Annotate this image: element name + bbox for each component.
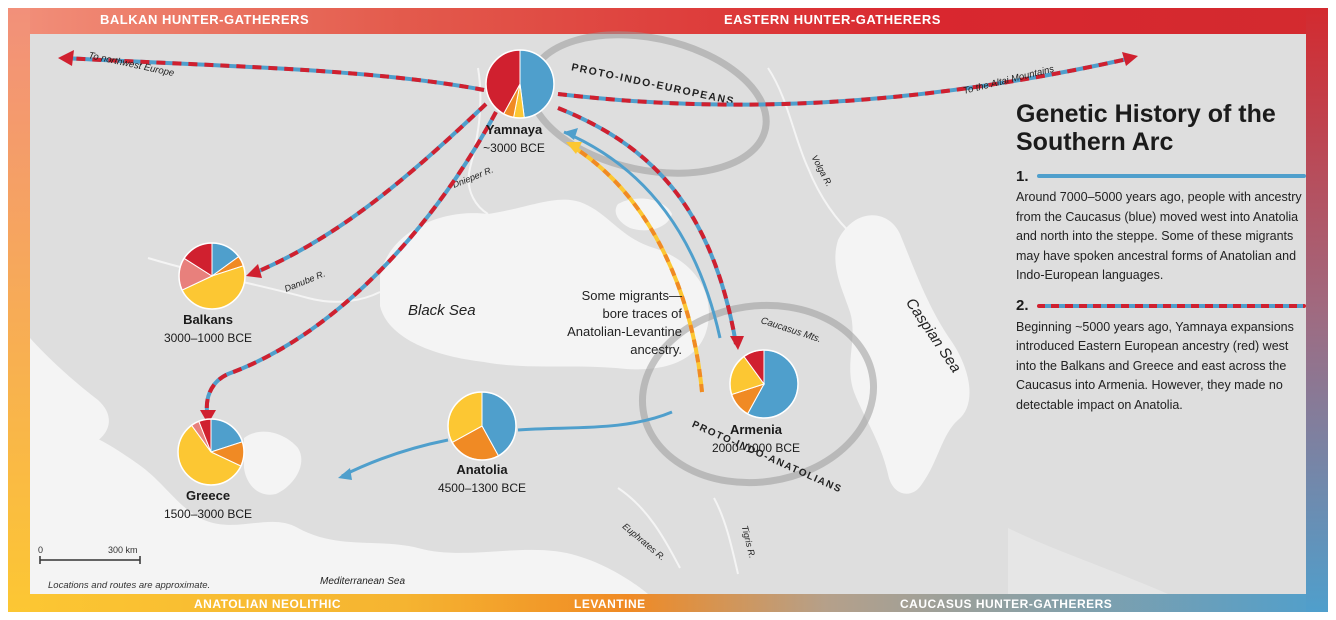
route-to-greece-dash [204, 111, 498, 419]
route-to-balkans-arrowhead [246, 264, 262, 278]
infographic-title: Genetic History of the Southern Arc [1016, 100, 1276, 156]
infographic-frame: PROTO-INDO-EUROPEANS PROTO-INDO-ANATOLIA… [8, 8, 1328, 612]
step-2: 2. Beginning ~5000 years ago, Yamnaya ex… [1016, 296, 1306, 416]
dnieper-river [467, 67, 489, 215]
route-anatolia-west-arrowhead [338, 468, 352, 480]
route-to-nw-europe-dash [63, 56, 485, 92]
greece-date: 1500–3000 BCE [164, 507, 252, 521]
route-levantine-traces-dash [570, 144, 704, 393]
greece-name: Greece [186, 488, 230, 503]
route-levantine-traces-arrowhead [566, 142, 582, 154]
step-2-head: 2. [1016, 296, 1306, 316]
border-top [8, 8, 1328, 34]
band-eastern-hunter-gatherers: EASTERN HUNTER-GATHERERS [724, 12, 941, 27]
border-right [1306, 8, 1328, 612]
caspian-sea [835, 215, 970, 494]
step-2-text: Beginning ~5000 years ago, Yamnaya expan… [1016, 319, 1294, 412]
mediterranean-label: Mediterranean Sea [320, 576, 405, 587]
balkans-name: Balkans [183, 312, 233, 327]
border-bottom [8, 594, 1328, 612]
yamnaya-name: Yamnaya [486, 122, 543, 137]
route-to-greece-arrowhead [200, 410, 216, 424]
anatolia-pie-outline [447, 391, 517, 461]
route-to-altai-arrowhead [1122, 52, 1138, 66]
aegean-sea [244, 431, 302, 495]
armenia-name: Armenia [730, 422, 783, 437]
black-sea-label: Black Sea [408, 302, 476, 319]
annotation-line-4: ancestry. [630, 342, 682, 357]
yamnaya-routes [58, 50, 1138, 424]
south-land [1008, 528, 1168, 594]
scale-bar: 0 300 km [38, 545, 141, 564]
approximation-note: Locations and routes are approximate. [48, 580, 211, 591]
anatolia-name: Anatolia [456, 462, 508, 477]
step-2-arrow-line [1036, 303, 1306, 308]
band-caucasus-hunter-gatherers: CAUCASUS HUNTER-GATHERERS [900, 597, 1113, 611]
scale-zero: 0 [38, 545, 43, 555]
route-to-armenia-arrowhead [730, 336, 744, 350]
volga-river [767, 67, 853, 235]
balkans-date: 3000–1000 BCE [164, 331, 252, 345]
band-anatolian-neolithic: ANATOLIAN NEOLITHIC [194, 597, 342, 611]
pie-armenia [729, 349, 799, 419]
mediterranean-sea [30, 425, 648, 594]
route-caucasus-to-steppe-arrowhead [564, 128, 578, 140]
proto-indo-anatolians-region [638, 301, 878, 487]
step-1-number: 1. [1016, 167, 1029, 185]
map-canvas: PROTO-INDO-EUROPEANS PROTO-INDO-ANATOLIA… [8, 8, 1328, 612]
armenia-date: 2000–1000 BCE [712, 441, 800, 455]
route-to-armenia-dash [557, 106, 738, 345]
armenia-pie-outline [729, 349, 799, 419]
band-balkan-hunter-gatherers: BALKAN HUNTER-GATHERERS [100, 12, 310, 27]
route-anatolia-west [341, 438, 449, 478]
annotation-line-2: bore traces of [603, 306, 683, 321]
pie-yamnaya [485, 49, 555, 119]
adriatic-sea [30, 338, 109, 449]
scale-distance: 300 km [108, 545, 138, 555]
black-sea [380, 199, 709, 370]
step-1-head: 1. [1016, 166, 1306, 186]
pie-greece [177, 418, 245, 486]
anatolia-date: 4500–1300 BCE [438, 481, 526, 495]
route-caucasus-to-anatolia [517, 410, 673, 432]
step-1-text: Around 7000–5000 years ago, people with … [1016, 190, 1302, 282]
pie-balkans [178, 242, 246, 310]
tigris-river [713, 497, 739, 575]
greece-pie-outline [177, 418, 245, 486]
euphrates-river [617, 487, 681, 569]
band-levantine: LEVANTINE [574, 597, 646, 611]
pie-anatolia [447, 391, 517, 461]
border-left [8, 8, 30, 612]
yamnaya-pie-outline [485, 49, 555, 119]
annotation-line-3: Anatolian-Levantine [567, 324, 682, 339]
migrant-annotation: Some migrants— bore traces of Anatolian-… [567, 288, 682, 357]
route-caucasus-to-steppe [563, 130, 722, 339]
step-2-number: 2. [1016, 297, 1029, 314]
step-1-arrow-line [1036, 174, 1306, 178]
route-to-nw-europe-arrowhead [58, 50, 74, 66]
balkans-pie-outline [178, 242, 246, 310]
yamnaya-date: ~3000 BCE [483, 141, 545, 155]
step-1: 1. Around 7000–5000 years ago, people wi… [1016, 166, 1306, 286]
route-to-balkans-dash [251, 102, 488, 276]
annotation-line-1: Some migrants— [582, 288, 682, 303]
legend-panel: Genetic History of the Southern Arc 1. A… [1016, 100, 1306, 415]
route-to-altai-dash [557, 56, 1133, 107]
